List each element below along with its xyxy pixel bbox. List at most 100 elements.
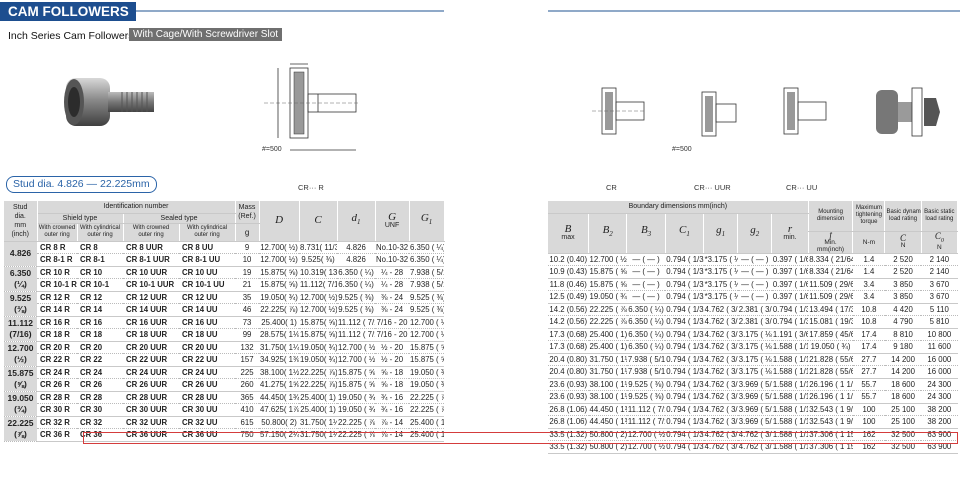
C1-cell: 0.794 ( 1/32) [665,253,704,266]
B-max-cell: 20.4 (0.80) [548,353,589,366]
mass-cell: 46 [235,303,260,317]
torque-cell: 100 [852,415,885,429]
stud-dia-cell: 4.826 [337,253,376,267]
width-cell: 15.875( ⅝) [299,328,338,342]
thread-cell: ¼ - 28 [375,266,410,279]
thread-cell: ½ - 20 [375,341,410,354]
stud-dia-line: 9.525 [9,292,32,303]
id-sealed-cylindrical: CR 32 UU [179,416,236,429]
B-max-cell: 17.3 (0.68) [548,328,589,341]
dynamic-load-cell: 9 180 [884,340,922,354]
mass-header-line-2: (Ref.) [238,212,256,220]
mass-cell: 9 [235,241,260,254]
stud-dia-cell: 22.225 ( ⅞) [337,416,376,429]
torque-line-3: torque [860,219,878,226]
id-shield-crowned: CR 8 R [37,241,77,254]
id-sealed-crowned: CR 12 UUR [123,291,179,304]
thread-length-cell: 9.525 ( ⅜) [409,303,445,317]
section-title: CAM FOLLOWERS [0,2,136,21]
B3-cell: 11.112 ( 7/16) [626,403,666,416]
torque-cell: 27.7 [852,353,885,366]
id-shield-cylindrical: CR 12 [77,291,123,304]
id-sealed-crowned: CR 18 UUR [123,328,179,342]
stud-dia-cell: 9.525 ( ⅜) [337,291,376,304]
col-C0-letter: C [934,231,941,241]
static-load-cell: 2 140 [921,253,958,266]
stud-header-line-2: dia. [14,212,26,220]
col-f-unit: mm(inch) [817,245,845,253]
r-min-cell: 1.588 ( 1/16) [771,353,809,366]
B3-cell: 7.938 ( 5/16) [626,365,666,379]
outer-dia-cell: 34.925( 1⅜) [259,353,300,367]
right-table-row: 26.8 (1.06)44.450 ( 1¾)11.112 ( 7/16)0.7… [548,403,958,416]
id-shield-crowned: CR 14 R [37,303,77,317]
g1-cell: 4.762 ( 3/16) [703,428,738,441]
ident-number-header: Identification number [37,201,236,214]
mass-cell: 410 [235,403,260,417]
thread-cell: ⅜ - 24 [375,291,410,304]
g1-cell: *3.175 ( ⅛) [703,265,738,279]
stud-dia-cell: 15.875 ( ⅝) [337,366,376,379]
r-min-cell: 0.794 ( 1/32) [771,315,809,329]
B3-cell: 6.350 ( ¼) [626,315,666,329]
right-table-row: 14.2 (0.56)22.225 ( ⅞)6.350 ( ¼)0.794 ( … [548,303,958,316]
col-B-max: max [561,234,575,241]
stud-dia-header: Stud dia. mm (inch) [4,201,38,242]
r-min-cell: 0.397 ( 1/64) [771,278,809,291]
id-shield-crowned: CR 16 R [37,316,77,329]
outer-dia-cell: 57.150( 2¼) [259,428,300,442]
stud-dia-cell: 19.050(¾) [4,391,37,417]
outer-dia-cell: 15.875( ⅝) [259,266,300,279]
mass-cell: 21 [235,278,260,292]
right-table-row: 33.5 (1.32)50.800 ( 2)12.700 ( ½)0.794 (… [548,428,958,441]
B3-cell: 11.112 ( 7/16) [626,415,666,429]
thread-cell: 7/16 - 20 [375,328,410,342]
g2-cell: 3.969 ( 5/32) [737,390,772,404]
static-load-cell: 38 200 [921,415,958,429]
C1-cell: 0.794 ( 1/32) [665,365,704,379]
C1-cell: 0.794 ( 1/32) [665,428,704,441]
torque-cell: 17.4 [852,340,885,354]
B-max-cell: 11.8 (0.46) [548,278,589,291]
torque-cell: 3.4 [852,278,885,291]
stud-dia-line: 19.050 [7,392,34,403]
mass-cell: 260 [235,378,260,392]
dynamic-load-header: Basic dynamicload rating [884,201,922,232]
g1-cell: 4.762 ( 3/16) [703,353,738,366]
id-sealed-crowned: CR 8 UUR [123,241,179,254]
stud-dia-cell: 12.700 ( ½) [337,353,376,367]
dynamic-load-cell: 2 520 [884,265,922,279]
B2-cell: 31.750 ( 1¼) [588,365,627,379]
id-shield-cylindrical: CR 10-1 [77,278,123,292]
id-shield-cylindrical: CR 16 [77,316,123,329]
r-min-cell: 0.397 ( 1/64) [771,253,809,266]
thread-cell: ½ - 20 [375,353,410,367]
stud-dia-line: 4.826 [9,248,32,258]
cr-uur-section-drawing [701,91,737,137]
torque-cell: 1.4 [852,253,885,266]
right-table-row: 20.4 (0.80)31.750 ( 1¼)7.938 ( 5/16)0.79… [548,353,958,366]
caption-cr-uu: CR··· UU [786,183,818,192]
stud-dia-line: (⅞) [14,428,27,439]
B2-cell: 19.050 ( ¾) [588,290,627,304]
mounting-dim-cell: 21.828 ( 55/64) [808,353,853,366]
outer-dia-cell: 44.450( 1¾) [259,391,300,404]
C1-cell: 0.794 ( 1/32) [665,303,704,316]
C1-cell: 0.794 ( 1/32) [665,315,704,329]
shield-crowned-line-1: With crowned [38,225,76,231]
torque-cell: 1.4 [852,265,885,279]
id-shield-crowned: CR 18 R [37,328,77,342]
mounting-dim-cell: 11.509 ( 29/64) [808,278,853,291]
col-d1-sub: 1 [357,218,361,227]
B-max-cell: 14.2 (0.56) [548,315,589,329]
thread-cell: ⅝ - 18 [375,366,410,379]
right-table-row: 17.3 (0.68)25.400 ( 1)6.350 ( ¼)0.794 ( … [548,340,958,354]
B3-cell: 12.700 ( ½) [626,428,666,441]
id-sealed-cylindrical: CR 24 UU [179,366,236,379]
static-load-cell: 2 140 [921,265,958,279]
